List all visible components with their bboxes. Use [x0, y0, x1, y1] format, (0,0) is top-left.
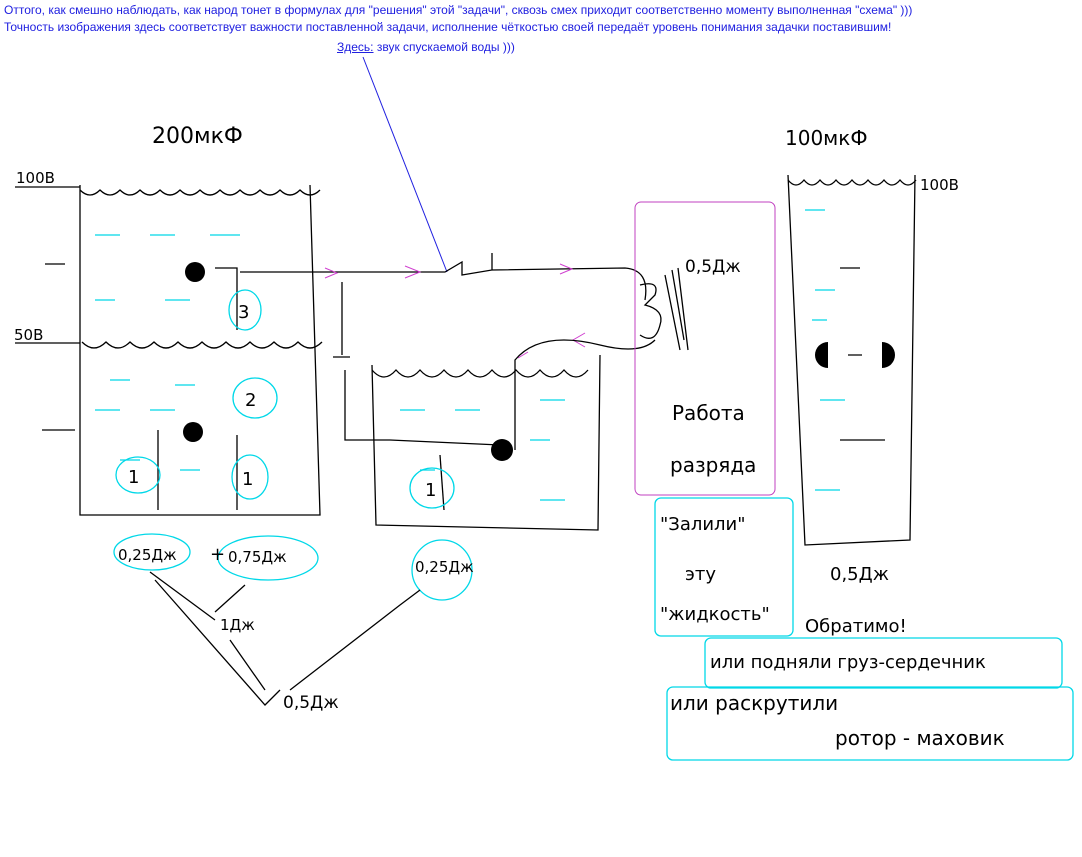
- cap1-v-mid: 50В: [14, 326, 43, 344]
- cap1-v-top: 100В: [16, 169, 55, 187]
- note-line-1: Оттого, как смешно наблюдать, как народ …: [4, 3, 913, 17]
- cap3-label: 100мкФ: [785, 126, 868, 150]
- here-label: Здесь:: [337, 40, 374, 54]
- pointer-line: [362, 56, 448, 273]
- zone-2: 2: [245, 390, 256, 411]
- work-line2: разряда: [670, 453, 756, 477]
- cap3-v-top: 100В: [920, 176, 959, 194]
- work-line1: Работа: [672, 401, 745, 425]
- zone-1a: 1: [128, 467, 139, 488]
- zone-3: 3: [238, 302, 249, 323]
- poured-line2: эту: [685, 564, 716, 585]
- capacitor-middle: [371, 339, 656, 531]
- poured-line1: "Залили": [660, 514, 746, 535]
- here-text: звук спускаемой воды ))): [373, 40, 515, 54]
- note-here: Здесь: звук спускаемой воды ))): [337, 40, 515, 54]
- zone-1b: 1: [242, 469, 253, 490]
- work-box: [634, 201, 776, 496]
- poured-line3: "жидкость": [660, 604, 770, 625]
- note-line-2: Точность изображения здесь соответствует…: [4, 20, 892, 34]
- capacitor-100uf: [787, 174, 917, 546]
- sum-total1: 1Дж: [220, 616, 255, 634]
- poured-box: [654, 497, 794, 637]
- capacitor-200uf: [15, 184, 323, 516]
- alt2-line1: или раскрутили: [670, 691, 838, 715]
- cap1-label: 200мкФ: [152, 124, 243, 149]
- work-energy: 0,5Дж: [685, 257, 741, 277]
- sum-plus: +: [210, 544, 225, 565]
- alt1-box: [704, 637, 1063, 689]
- cap3-energy: 0,5Дж: [830, 564, 889, 585]
- sum-c: 0,25Дж: [415, 558, 474, 576]
- reversible: Обратимо!: [805, 616, 907, 637]
- sum-loss: 0,5Дж: [283, 693, 339, 713]
- cap2-zone: 1: [425, 480, 436, 501]
- alt2-box: [666, 686, 1074, 761]
- sum-a: 0,25Дж: [118, 546, 177, 564]
- sum-b: 0,75Дж: [228, 548, 287, 566]
- alt1-text: или подняли груз-сердечник: [710, 652, 986, 673]
- alt2-line2: ротор - маховик: [835, 726, 1005, 750]
